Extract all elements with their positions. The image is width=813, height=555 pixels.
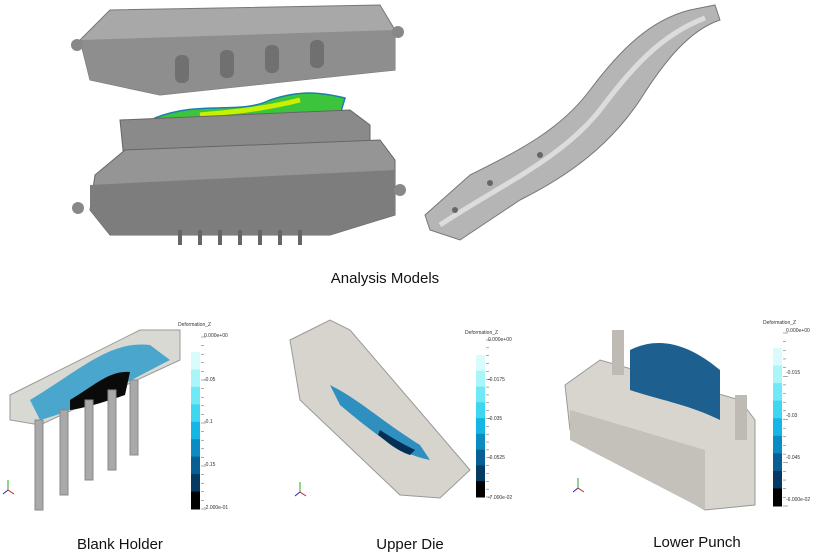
colorbar-label: -0.05 bbox=[204, 377, 216, 383]
colorbar-segment bbox=[476, 449, 485, 466]
upper-die-detail-model bbox=[289, 319, 471, 499]
colorbar-segment bbox=[191, 439, 200, 458]
colorbar-segment bbox=[773, 435, 782, 454]
colorbar-label: -0.045 bbox=[786, 455, 801, 461]
colorbar-segment bbox=[191, 352, 200, 370]
colorbar-label: -0.015 bbox=[786, 370, 801, 376]
colorbar-title: Deformation_Z bbox=[465, 330, 499, 336]
colorbar-label: 0.000e+00 bbox=[204, 333, 228, 339]
colorbar-segment bbox=[773, 470, 782, 489]
colorbar-segment bbox=[773, 418, 782, 437]
colorbar-segment bbox=[191, 386, 200, 405]
colorbar-segment bbox=[191, 491, 200, 510]
colorbar-segment bbox=[476, 402, 485, 419]
colorbar-segment bbox=[773, 383, 782, 402]
colorbar-segment bbox=[191, 404, 200, 423]
colorbar-label: -0.1 bbox=[204, 419, 213, 425]
upper-die-model bbox=[71, 4, 404, 96]
colorbar-segment bbox=[476, 465, 485, 482]
colorbar-title: Deformation_Z bbox=[763, 320, 797, 326]
colorbar-label: 0.000e+00 bbox=[786, 328, 810, 334]
colorbar-label: -7.000e-02 bbox=[488, 495, 513, 501]
colorbar-segment bbox=[773, 400, 782, 419]
colorbar-label: -0.0525 bbox=[488, 455, 505, 461]
colorbar-label: -6.000e-02 bbox=[786, 497, 811, 503]
colorbar-title: Deformation_Z bbox=[178, 322, 212, 328]
lower-punch-detail-model bbox=[564, 330, 756, 511]
colorbar-label: -2.000e-01 bbox=[204, 505, 229, 511]
colorbar-segment bbox=[476, 355, 485, 372]
analysis-models-caption: Analysis Models bbox=[330, 270, 440, 287]
blank-holder-model bbox=[9, 329, 181, 511]
bracket-part-model bbox=[424, 4, 721, 241]
axis-triad-icon bbox=[2, 478, 585, 497]
colorbar-segment bbox=[191, 456, 200, 475]
lower-punch-caption: Lower Punch bbox=[653, 534, 741, 551]
blank-holder-caption: Blank Holder bbox=[77, 536, 163, 553]
colorbar-segment bbox=[773, 365, 782, 384]
colorbar-segment bbox=[191, 369, 200, 388]
colorbar-segment bbox=[191, 421, 200, 440]
colorbar-label: -0.15 bbox=[204, 462, 216, 468]
colorbar-label: 0.000e+00 bbox=[488, 337, 512, 343]
colorbar-segment bbox=[476, 370, 485, 388]
colorbar-segment bbox=[773, 488, 782, 507]
upper-die-caption: Upper Die bbox=[376, 536, 444, 553]
colorbar-segment bbox=[773, 453, 782, 472]
colorbar-segment bbox=[476, 481, 485, 498]
colorbar-segment bbox=[191, 474, 200, 493]
colorbar-label: -0.035 bbox=[488, 416, 503, 422]
colorbar-segment bbox=[476, 433, 485, 451]
colorbar-segment bbox=[476, 386, 485, 403]
colorbar-label: -0.03 bbox=[786, 413, 798, 419]
colorbar-segment bbox=[476, 418, 485, 435]
colorbar-label: -0.0175 bbox=[488, 377, 505, 383]
lower-punch-assembly-model bbox=[72, 109, 406, 245]
colorbar-segment bbox=[773, 348, 782, 367]
